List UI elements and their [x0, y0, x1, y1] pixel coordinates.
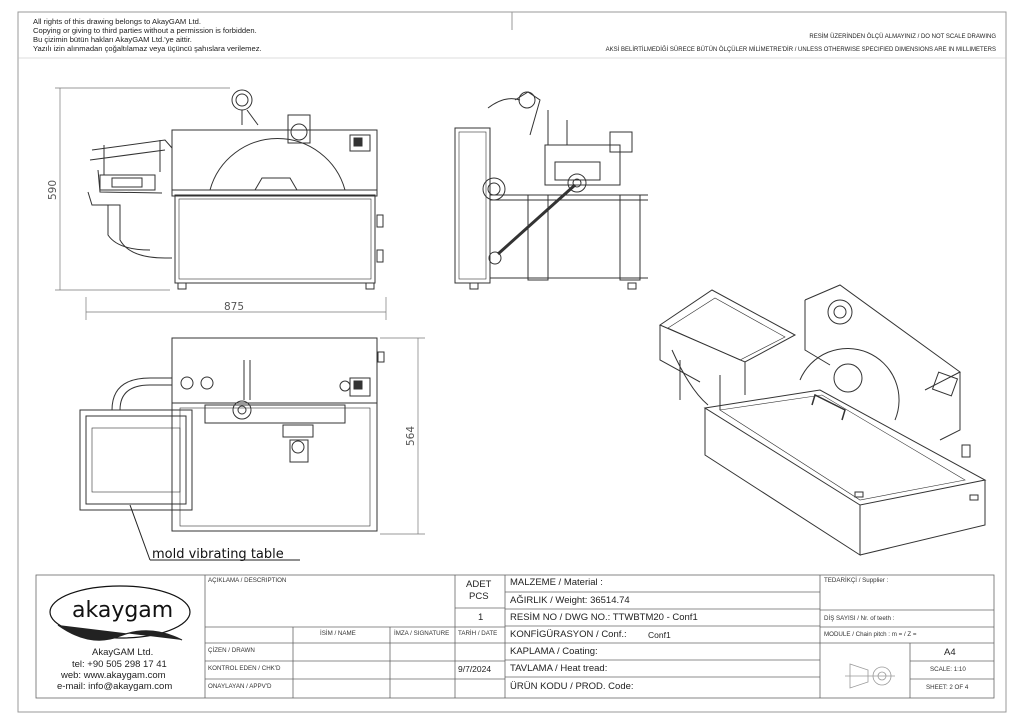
callout-leader [129, 504, 300, 561]
copyright-line-3: Bu çizimin bütün hakları AkayGAM Ltd.'ye… [33, 35, 192, 44]
drawn-label: ÇİZEN / DRAWN [208, 647, 255, 654]
checked-label: KONTROL EDEN / CHK'D [208, 665, 281, 672]
company-tel: tel: +90 505 298 17 41 [72, 659, 167, 670]
projection-symbol-icon [845, 663, 895, 689]
checked-date: 9/7/2024 [458, 664, 492, 674]
qty-value: 1 [478, 612, 484, 623]
dimension-875: 875 [224, 301, 244, 313]
company-logo [49, 585, 191, 641]
units-note: AKSİ BELİRTİLMEDİĞİ SÜRECE BÜTÜN ÖLÇÜLER… [605, 47, 996, 53]
callout-mold-vibrating-table: mold vibrating table [152, 547, 284, 562]
qty-label-pcs: PCS [469, 591, 489, 602]
front-view [87, 89, 384, 290]
top-view [79, 337, 385, 532]
teeth-label: DİŞ SAYISI / Nr. of teeth : [824, 615, 895, 622]
dimension-590: 590 [47, 180, 59, 200]
approved-label: ONAYLAYAN / APPV'D [208, 683, 272, 690]
company-email: e-mail: info@akaygam.com [57, 681, 173, 692]
scale-label: SCALE: 1:10 [930, 666, 966, 673]
copyright-line-2: Copying or giving to third parties witho… [33, 26, 257, 35]
copyright-line-1: All rights of this drawing belongs to Ak… [33, 17, 201, 26]
title-block-grid [35, 574, 995, 699]
supplier-label: TEDARİKÇİ / Supplier : [824, 577, 889, 584]
do-not-scale-note: RESİM ÜZERİNDEN ÖLÇÜ ALMAYINIZ / DO NOT … [809, 34, 996, 40]
signature-column-label: İMZA / SIGNATURE [394, 630, 450, 637]
module-label: MODULE / Chain pitch : m = / Z = [824, 631, 917, 638]
heat-tread-field: TAVLAMA / Heat tread: [510, 663, 608, 674]
product-code-field: ÜRÜN KODU / PROD. Code: [510, 681, 634, 692]
weight-field: AĞIRLIK / Weight: 36514.74 [510, 595, 630, 606]
name-column-label: İSİM / NAME [320, 630, 356, 637]
config-value: Conf1 [648, 630, 671, 640]
material-field: MALZEME / Material : [510, 577, 603, 588]
side-view [454, 91, 648, 290]
qty-label-adet: ADET [466, 579, 492, 590]
company-name: AkayGAM Ltd. [92, 647, 154, 658]
isometric-view [658, 284, 987, 556]
sheet-label: SHEET: 2 OF 4 [926, 684, 969, 691]
paper-size: A4 [944, 647, 956, 658]
copyright-notice: All rights of this drawing belongs to Ak… [33, 17, 363, 53]
coating-field: KAPLAMA / Coating: [510, 646, 598, 657]
company-web: web: www.akaygam.com [61, 670, 166, 681]
config-field: KONFİGÜRASYON / Conf.: [510, 629, 627, 640]
logo-text: akaygam [72, 598, 173, 623]
copyright-line-4: Yazılı izin alınmadan çoğaltılamaz veya … [33, 44, 262, 53]
date-column-label: TARİH / DATE [458, 630, 498, 637]
description-label: AÇIKLAMA / DESCRIPTION [208, 577, 287, 584]
dwg-no-field: RESİM NO / DWG NO.: TTWBTM20 - Conf1 [510, 612, 698, 623]
dimension-564: 564 [405, 426, 417, 446]
top-dimension-lines [380, 337, 425, 535]
front-dimension-lines [55, 87, 387, 320]
